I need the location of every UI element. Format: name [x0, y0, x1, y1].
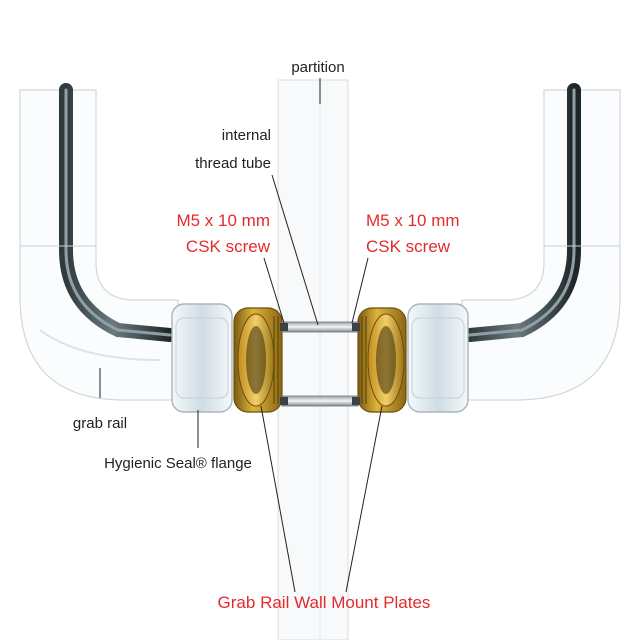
right-grab-rail	[461, 83, 621, 401]
plate-left-leader	[260, 405, 296, 593]
csk-screws	[280, 323, 360, 405]
internal-thread-tube-top	[281, 321, 359, 333]
screw-right-label-line2: CSK screw	[366, 237, 451, 256]
left-hygienic-seal-flange	[171, 303, 233, 413]
left-grab-rail	[19, 83, 179, 401]
screw-left-leader	[263, 257, 285, 324]
screw-right-label-line1: M5 x 10 mm	[366, 211, 460, 230]
right-wall-mount-plate	[357, 307, 407, 413]
internal-thread-tube-label-line2: thread tube	[195, 155, 271, 172]
thread-tube-leader	[271, 174, 319, 326]
left-wall-mount-plate	[233, 307, 283, 413]
leader-lines	[99, 78, 383, 593]
grab-rail-label: grab rail	[73, 415, 127, 432]
internal-thread-tube-bottom	[281, 395, 359, 407]
internal-thread-tube-label-line1: internal	[222, 127, 271, 144]
hygienic-seal-flange-label: Hygienic Seal® flange	[104, 455, 252, 472]
screw-left-label-line2: CSK screw	[186, 237, 271, 256]
wall-mount-plates-label: Grab Rail Wall Mount Plates	[218, 593, 431, 612]
plate-right-leader	[345, 405, 383, 593]
screw-left-label-line1: M5 x 10 mm	[176, 211, 270, 230]
partition-panel	[277, 79, 349, 640]
screw-right-leader	[351, 257, 369, 324]
right-hygienic-seal-flange	[407, 303, 469, 413]
partition-label: partition	[291, 59, 344, 76]
